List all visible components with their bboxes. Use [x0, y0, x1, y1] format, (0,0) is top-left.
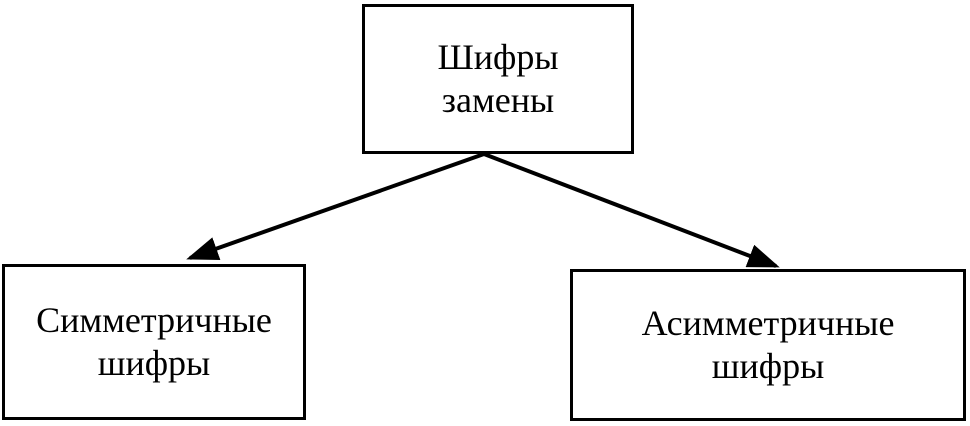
- arrow-root-to-symmetric: [186, 152, 485, 260]
- node-asymmetric-ciphers: Асимметричные шифры: [570, 269, 966, 421]
- node-label-substitution-ciphers: Шифры замены: [437, 36, 559, 120]
- node-label-symmetric-ciphers: Симметричные шифры: [36, 299, 272, 383]
- arrow-root-to-asymmetric: [483, 152, 780, 268]
- node-substitution-ciphers: Шифры замены: [362, 4, 634, 154]
- node-symmetric-ciphers: Симметричные шифры: [2, 264, 306, 420]
- node-label-asymmetric-ciphers: Асимметричные шифры: [641, 302, 895, 386]
